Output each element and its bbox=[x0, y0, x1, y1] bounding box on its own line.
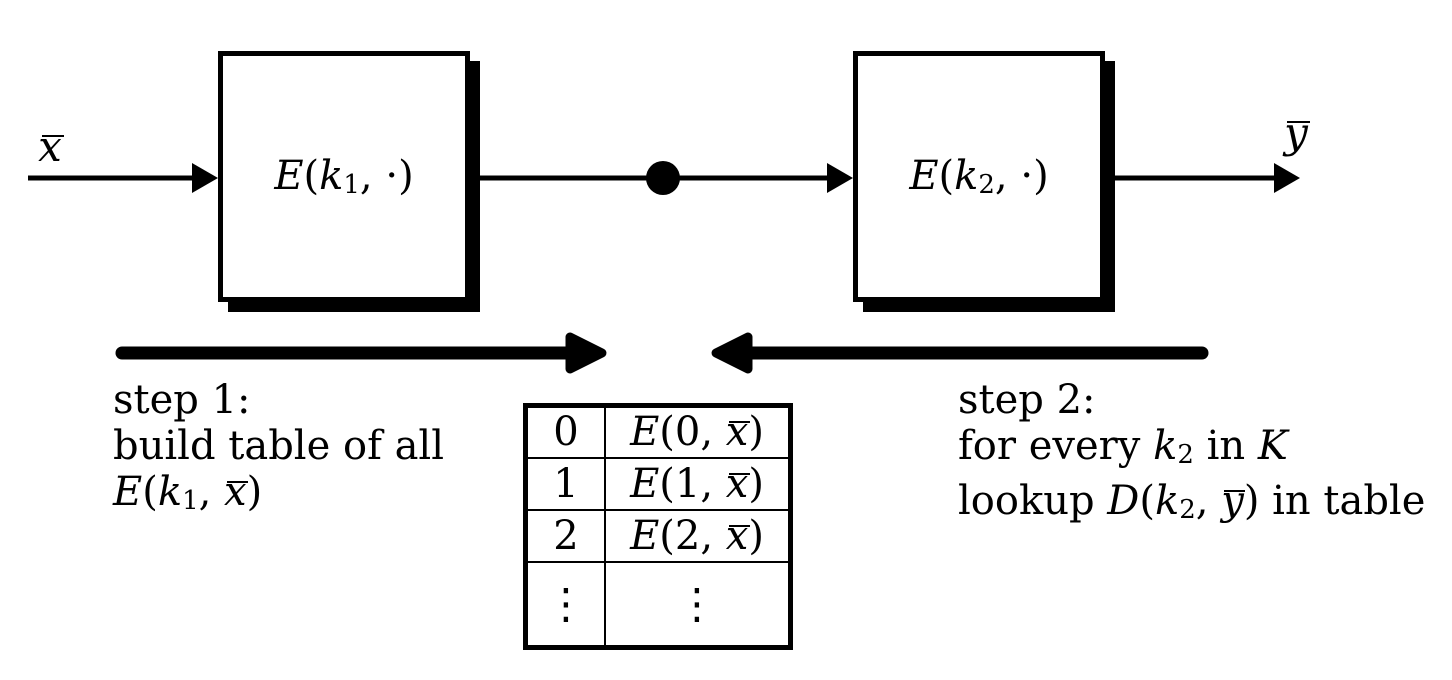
input-arrowhead-icon bbox=[192, 163, 218, 193]
math-token: ) bbox=[1243, 478, 1260, 525]
math-token: , bbox=[359, 152, 386, 199]
math-token: ( bbox=[303, 152, 320, 199]
math-token: , bbox=[994, 152, 1021, 199]
table-row: 0 E(0, x) bbox=[524, 404, 792, 459]
math-token: ( bbox=[659, 512, 675, 559]
math-token: , bbox=[700, 460, 726, 507]
key-subscript: 2 bbox=[978, 170, 995, 201]
encrypt-box-2-label: E(k2, ·) bbox=[909, 153, 1048, 200]
placeholder-dot: · bbox=[385, 152, 399, 199]
value-cell: E(2, x) bbox=[604, 508, 792, 563]
key-subscript: 2 bbox=[1179, 495, 1196, 526]
step2-line2: for every k2 in K bbox=[958, 423, 1425, 478]
key-symbol: k bbox=[319, 152, 344, 199]
math-token: ( bbox=[659, 409, 675, 456]
key-symbol: k bbox=[157, 469, 183, 515]
math-token: E bbox=[630, 409, 660, 456]
value-cell: E(1, x) bbox=[604, 456, 792, 511]
step1-caption: step 1: build table of all E(k1, x) bbox=[113, 377, 444, 524]
math-token: E bbox=[630, 512, 660, 559]
text-token: in table bbox=[1259, 478, 1426, 525]
math-token: 2 bbox=[674, 512, 701, 559]
step1-description: build table of all bbox=[113, 423, 445, 469]
step2-title: step 2: bbox=[958, 377, 1096, 423]
math-token: ( bbox=[659, 460, 675, 507]
key-symbol: k bbox=[1154, 478, 1180, 525]
step1-formula: E(k1, x) bbox=[113, 469, 444, 524]
math-token: E bbox=[113, 469, 143, 515]
key-subscript: 1 bbox=[182, 486, 199, 517]
x-bar-symbol: x bbox=[725, 409, 749, 456]
math-token: E bbox=[630, 460, 660, 507]
math-token: E bbox=[909, 152, 939, 199]
y-bar-symbol: y bbox=[1221, 478, 1244, 525]
key-cell: 0 bbox=[524, 404, 606, 459]
text-token: lookup bbox=[958, 478, 1108, 525]
math-token: ) bbox=[246, 469, 263, 515]
math-token: ) bbox=[1033, 152, 1049, 199]
key-subscript: 2 bbox=[1177, 440, 1194, 471]
math-token: ) bbox=[748, 460, 764, 507]
math-token: ) bbox=[748, 512, 764, 559]
value-cell: ⋮ bbox=[604, 560, 792, 649]
math-token: 0 bbox=[674, 409, 701, 456]
x-bar-symbol: x bbox=[224, 469, 247, 515]
text-token: in bbox=[1193, 423, 1258, 469]
math-token: ( bbox=[1139, 478, 1155, 525]
table-row: ⋮ ⋮ bbox=[524, 560, 792, 649]
math-token: ( bbox=[938, 152, 955, 199]
math-token: ) bbox=[398, 152, 414, 199]
output-label: y bbox=[1266, 108, 1326, 157]
text-token: for every bbox=[958, 423, 1154, 469]
table-row: 1 E(1, x) bbox=[524, 456, 792, 511]
encrypt-box-1: E(k1, ·) bbox=[218, 51, 470, 302]
encrypt-box-2: E(k2, ·) bbox=[853, 51, 1105, 302]
y-bar-symbol: y bbox=[1284, 108, 1308, 157]
key-table: 0 E(0, x) 1 E(1, x) 2 E(2, x) ⋮ ⋮ bbox=[523, 403, 793, 650]
step2-line3: lookup D(k2, y) in table bbox=[958, 478, 1425, 533]
step2-arrow-icon bbox=[711, 332, 1209, 374]
keyspace-symbol: K bbox=[1257, 423, 1288, 469]
math-token: D bbox=[1107, 478, 1140, 525]
key-cell: ⋮ bbox=[524, 560, 606, 649]
math-token: , bbox=[198, 469, 225, 515]
x-bar-symbol: x bbox=[38, 122, 62, 171]
step1-arrow-icon bbox=[115, 332, 607, 374]
table-row: 2 E(2, x) bbox=[524, 508, 792, 563]
math-token: , bbox=[700, 512, 726, 559]
key-symbol: k bbox=[954, 152, 979, 199]
junction-dot-icon bbox=[646, 161, 680, 195]
math-token: , bbox=[700, 409, 726, 456]
math-token: E bbox=[274, 152, 304, 199]
key-cell: 2 bbox=[524, 508, 606, 563]
value-cell: E(0, x) bbox=[604, 404, 792, 459]
key-cell: 1 bbox=[524, 456, 606, 511]
step1-title: step 1: bbox=[113, 377, 251, 423]
math-token: ( bbox=[142, 469, 158, 515]
math-token: , bbox=[1195, 478, 1222, 525]
input-label: x bbox=[20, 122, 80, 171]
step2-caption: step 2: for every k2 in K lookup D(k2, y… bbox=[958, 377, 1425, 533]
output-arrowhead-icon bbox=[1274, 163, 1300, 193]
encrypt-box-1-label: E(k1, ·) bbox=[274, 153, 413, 200]
math-token: 1 bbox=[674, 460, 701, 507]
math-token: ) bbox=[748, 409, 764, 456]
middle-arrowhead-icon bbox=[827, 163, 853, 193]
x-bar-symbol: x bbox=[725, 512, 749, 559]
x-bar-symbol: x bbox=[725, 460, 749, 507]
placeholder-dot: · bbox=[1020, 152, 1034, 199]
key-symbol: k bbox=[1153, 423, 1178, 469]
key-subscript: 1 bbox=[343, 170, 360, 201]
